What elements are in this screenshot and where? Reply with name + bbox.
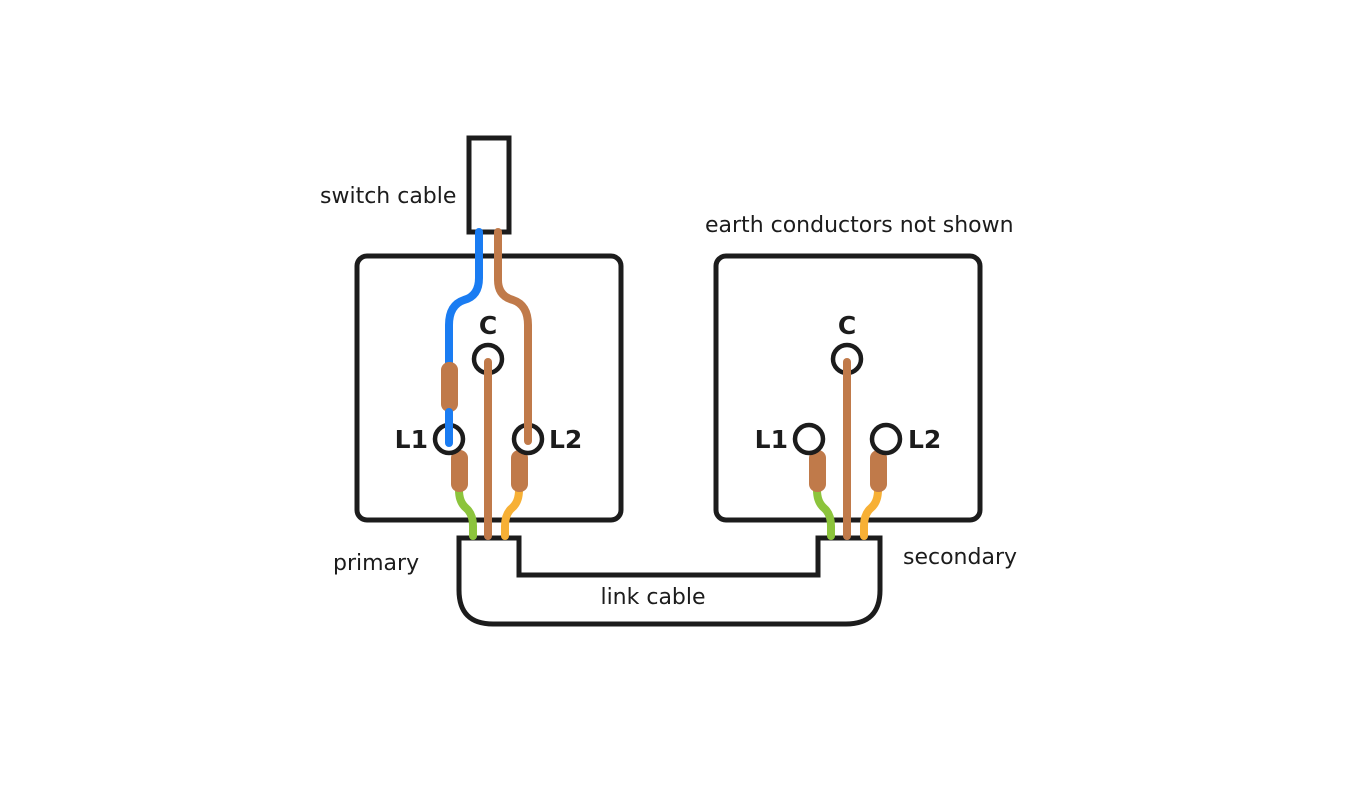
blue-wire: [445, 228, 483, 446]
secondary-yellow-wire: [860, 451, 882, 540]
primary-l2-label: L2: [549, 425, 582, 454]
secondary-green-sleeve: [809, 450, 826, 492]
blue-wire-sleeve: [441, 362, 458, 412]
secondary-common-label: C: [838, 311, 856, 340]
secondary-l2-terminal: [869, 422, 903, 456]
primary-green-sleeve: [451, 450, 468, 492]
earth-note-label: earth conductors not shown: [705, 213, 1014, 238]
brown-switch-wire: [494, 228, 532, 444]
primary-label: primary: [333, 551, 419, 576]
link-cable-label: link cable: [600, 585, 705, 610]
primary-common-label: C: [479, 311, 497, 340]
primary-green-wire: [455, 451, 477, 540]
link-cable: [456, 535, 883, 627]
secondary-yellow-sleeve: [870, 450, 887, 492]
secondary-label: secondary: [903, 545, 1017, 570]
secondary-l2-label: L2: [908, 425, 941, 454]
switch-cable-sheath: [466, 135, 512, 235]
switch-cable-label: switch cable: [320, 184, 456, 209]
secondary-l1-label: L1: [755, 425, 788, 454]
secondary-l1-terminal: [792, 422, 826, 456]
secondary-green-wire: [813, 451, 835, 540]
primary-l1-label: L1: [395, 425, 428, 454]
primary-yellow-sleeve: [511, 450, 528, 492]
primary-yellow-wire: [501, 451, 523, 540]
